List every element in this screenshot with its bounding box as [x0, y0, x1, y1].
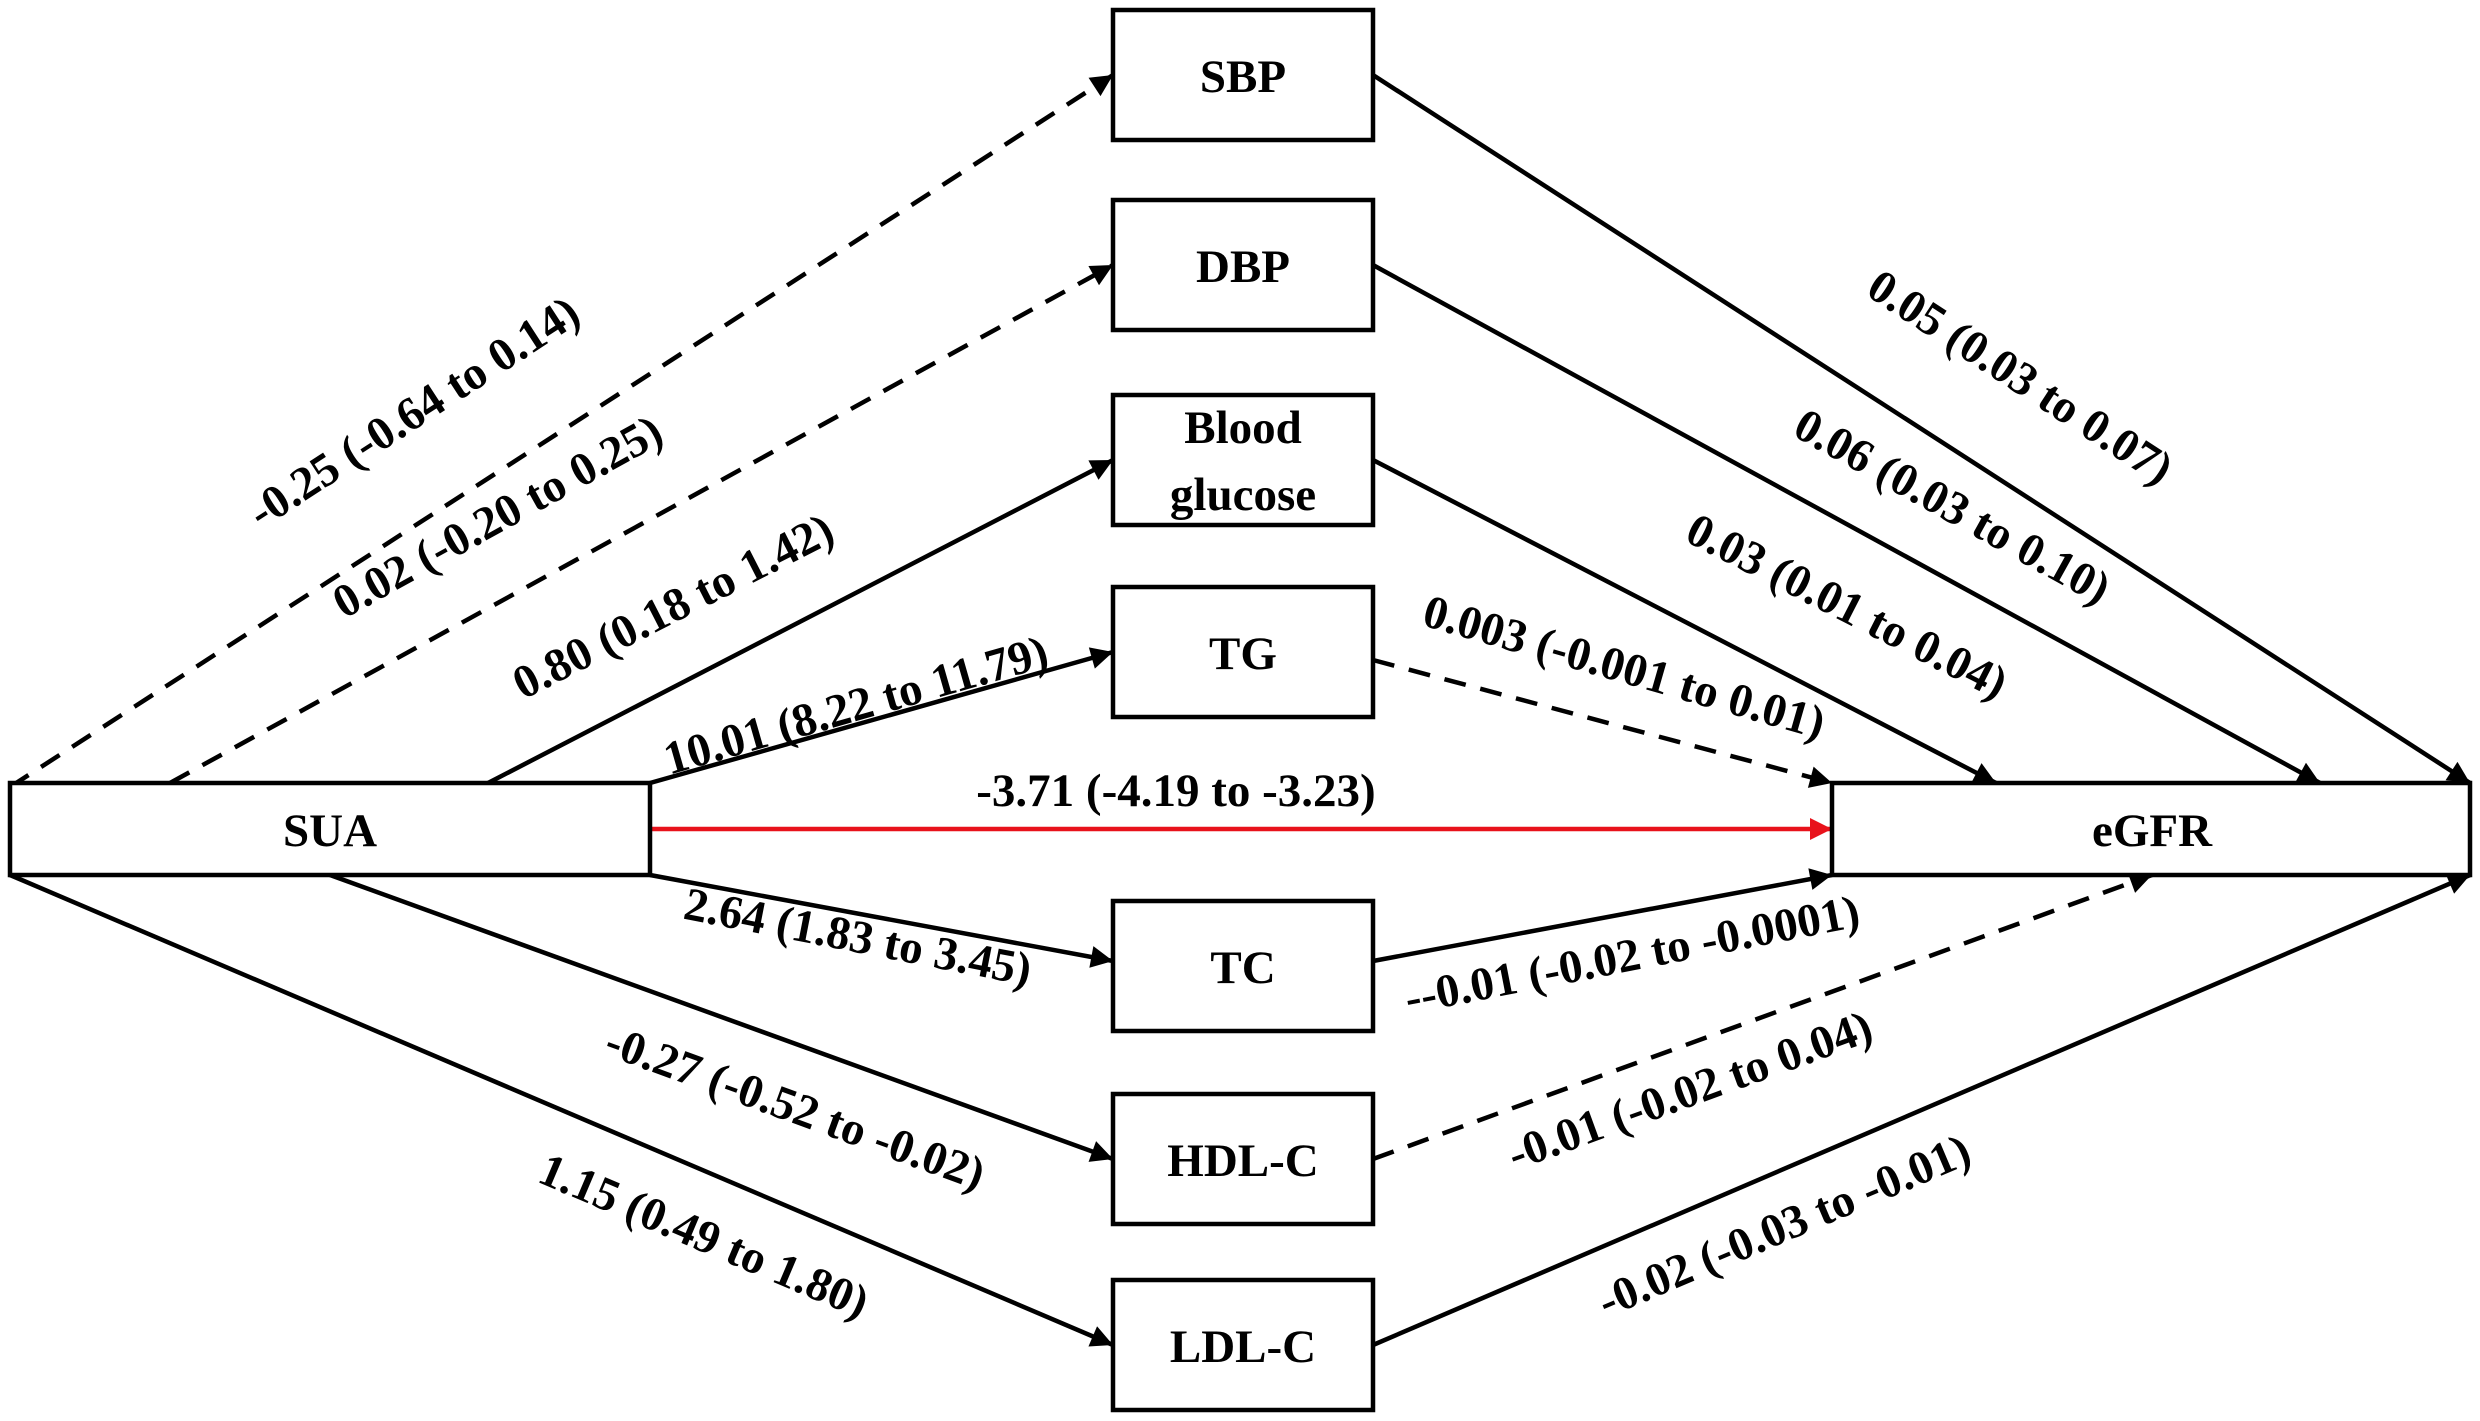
- node-hdlc: HDL-C: [1110, 1091, 1376, 1227]
- edge-sua-dbp: [168, 263, 1115, 785]
- node-tg-label: TG: [1209, 628, 1277, 680]
- node-blood-glucose-label-line2: glucose: [1170, 469, 1316, 521]
- node-tc-label: TC: [1210, 942, 1275, 994]
- edge-sua-ldlc: [9, 872, 1114, 1348]
- node-dbp: DBP: [1110, 197, 1376, 333]
- node-egfr-label: eGFR: [2092, 805, 2213, 857]
- label-sua-glucose: 0.80 (0.18 to 1.42): [504, 503, 842, 709]
- edge-sua-hdlc: [329, 872, 1114, 1162]
- label-sua-tc: 2.64 (1.83 to 3.45): [680, 878, 1036, 996]
- edge-sua-tg: [649, 647, 1114, 786]
- edge-tc-egfr: [1372, 868, 1833, 964]
- node-tc: TC: [1110, 898, 1376, 1034]
- edge-sua-glucose: [486, 458, 1115, 785]
- edge-sbp-egfr: [1371, 73, 2472, 785]
- edge-glucose-egfr: [1371, 458, 1998, 785]
- edge-hdlc-egfr: [1372, 872, 2153, 1162]
- node-tg: TG: [1110, 584, 1376, 720]
- edge-sua-sbp: [8, 73, 1115, 789]
- node-sua-label: SUA: [283, 805, 377, 857]
- node-ldlc: LDL-C: [1110, 1277, 1376, 1413]
- node-blood-glucose: Blood glucose: [1110, 392, 1376, 528]
- node-sua: SUA: [7, 780, 653, 878]
- node-sbp-label: SBP: [1200, 51, 1286, 103]
- node-dbp-label: DBP: [1196, 241, 1290, 293]
- edge-tg-egfr: [1372, 657, 1833, 788]
- node-ldlc-label: LDL-C: [1170, 1321, 1316, 1373]
- edge-ldlc-egfr: [1372, 872, 2471, 1348]
- node-sbp: SBP: [1110, 7, 1376, 143]
- edge-dbp-egfr: [1371, 263, 2322, 785]
- label-sua-tg: 10.01 (8.22 to 11.79): [658, 626, 1054, 785]
- node-hdlc-label: HDL-C: [1167, 1135, 1318, 1187]
- node-egfr: eGFR: [1829, 780, 2473, 878]
- edge-sua-tc: [649, 872, 1114, 968]
- node-blood-glucose-label-line1: Blood: [1184, 402, 1302, 454]
- label-sua-egfr: -3.71 (-4.19 to -3.23): [976, 765, 1375, 817]
